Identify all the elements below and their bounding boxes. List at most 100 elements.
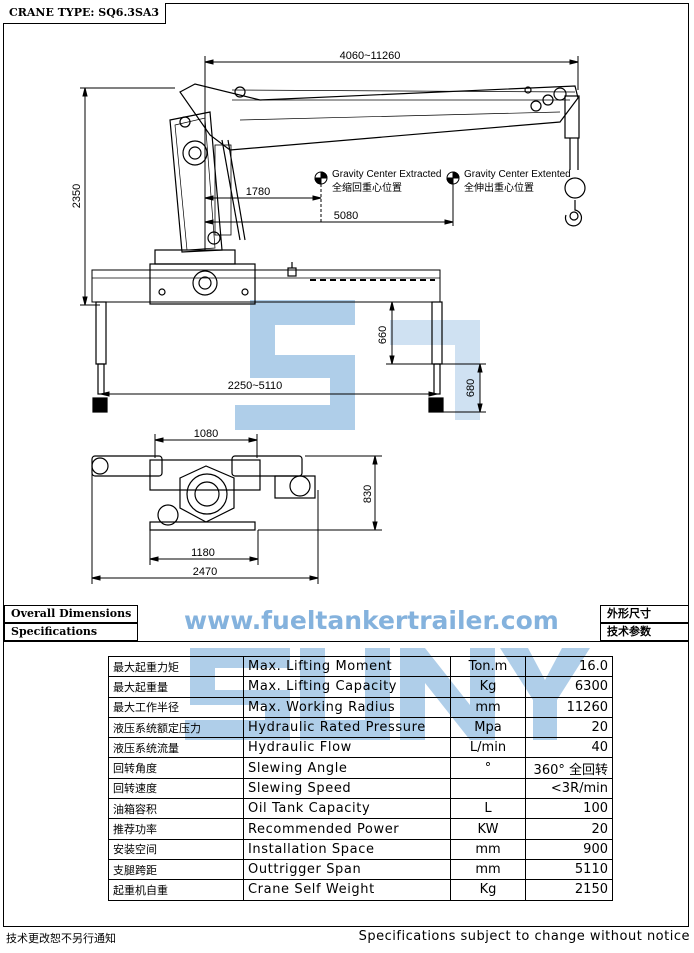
crane-column bbox=[169, 111, 246, 253]
gc-extended-label-cn: 全伸出重心位置 bbox=[464, 181, 534, 194]
crane-base bbox=[91, 249, 441, 305]
spec-name-cn: 液压系统流量 bbox=[108, 737, 244, 759]
spec-unit: mm bbox=[450, 858, 526, 881]
spec-value: 20 bbox=[525, 818, 613, 840]
spec-value: 11260 bbox=[525, 696, 613, 718]
dim-base-830: 830 bbox=[258, 455, 382, 531]
dim-gc-retracted-text: 1780 bbox=[246, 186, 270, 198]
spec-value: 2150 bbox=[525, 879, 613, 901]
gc-retracted-label-cn: 全缩回重心位置 bbox=[332, 181, 402, 194]
dim-base-830-text: 830 bbox=[362, 485, 374, 503]
spec-unit: Kg bbox=[450, 676, 526, 698]
spec-name-en: Slewing Speed bbox=[243, 777, 451, 800]
overall-dimensions-label: Overall Dimensions bbox=[4, 605, 138, 623]
spec-unit: mm bbox=[450, 696, 526, 718]
spec-name-cn: 最大起重力矩 bbox=[108, 655, 244, 678]
spec-value: 360° 全回转 bbox=[525, 757, 613, 779]
spec-name-cn: 回转速度 bbox=[108, 777, 244, 800]
watermark-url: www.fueltankertrailer.com bbox=[184, 606, 559, 635]
spec-name-en: Installation Space bbox=[243, 838, 451, 860]
spec-name-en: Recommended Power bbox=[243, 818, 451, 840]
spec-name-cn: 安装空间 bbox=[108, 838, 244, 860]
crane-drawing: 4060~11260 2350 bbox=[71, 50, 586, 584]
spec-name-en: Hydraulic Flow bbox=[243, 737, 451, 759]
spec-name-cn: 起重机自重 bbox=[108, 879, 244, 901]
watermark-letter-s bbox=[235, 300, 355, 430]
dim-base-2470-text: 2470 bbox=[193, 566, 217, 578]
dim-gc-retracted: 1780 bbox=[204, 186, 322, 201]
specifications-label-cn: 技术参数 bbox=[600, 623, 689, 641]
dim-leg-660: 660 bbox=[377, 301, 435, 365]
dim-outrigger-span: 2250~5110 bbox=[100, 380, 438, 397]
spec-name-cn: 最大起重量 bbox=[108, 676, 244, 698]
spec-unit bbox=[450, 777, 526, 800]
spec-unit: Ton.m bbox=[450, 655, 526, 678]
footer-divider bbox=[3, 926, 689, 927]
dim-gc-extended-text: 5080 bbox=[334, 210, 358, 222]
dim-base-1080: 1080 bbox=[154, 428, 258, 458]
spec-unit: L/min bbox=[450, 737, 526, 759]
spec-name-en: Max. Lifting Moment bbox=[243, 655, 451, 678]
spec-unit: KW bbox=[450, 818, 526, 840]
spec-value: 5110 bbox=[525, 858, 613, 881]
plan-view bbox=[91, 455, 316, 531]
dim-height-text: 2350 bbox=[71, 184, 83, 208]
spec-value: 900 bbox=[525, 838, 613, 860]
specifications-label: Specifications bbox=[4, 623, 138, 641]
spec-name-en: Max. Lifting Capacity bbox=[243, 676, 451, 698]
dim-base-1180: 1180 bbox=[149, 530, 259, 565]
footer-note-en: Specifications subject to change without… bbox=[358, 929, 690, 944]
spec-name-cn: 液压系统额定压力 bbox=[108, 716, 244, 739]
spec-value: 16.0 bbox=[525, 655, 613, 678]
left-outrigger-leg bbox=[92, 301, 108, 413]
spec-value: 100 bbox=[525, 798, 613, 820]
spec-value: 6300 bbox=[525, 676, 613, 698]
spec-name-en: Slewing Angle bbox=[243, 757, 451, 779]
right-outrigger-leg bbox=[428, 301, 444, 413]
dim-base-2470: 2470 bbox=[91, 470, 319, 584]
spec-name-en: Max. Working Radius bbox=[243, 696, 451, 718]
dim-leg-680-text: 680 bbox=[465, 379, 477, 397]
spec-name-cn: 最大工作半径 bbox=[108, 696, 244, 718]
spec-name-cn: 回转角度 bbox=[108, 757, 244, 779]
footer-note-cn: 技术更改恕不另行通知 bbox=[6, 932, 116, 945]
spec-unit: Mpa bbox=[450, 716, 526, 739]
dim-gc-extended: 5080 bbox=[204, 184, 454, 226]
dim-height: 2350 bbox=[71, 87, 175, 306]
dim-outrigger-span-text: 2250~5110 bbox=[228, 380, 283, 392]
gravity-center-extended: Gravity Center Extented 全伸出重心位置 bbox=[446, 169, 571, 194]
overall-dimensions-label-cn: 外形尺寸 bbox=[600, 605, 689, 623]
spec-name-en: Outtrigger Span bbox=[243, 858, 451, 881]
dim-base-1180-text: 1180 bbox=[191, 547, 215, 559]
spec-unit: mm bbox=[450, 838, 526, 860]
spec-name-cn: 支腿跨距 bbox=[108, 858, 244, 881]
dim-boom-reach: 4060~11260 bbox=[204, 50, 579, 250]
dim-base-1080-text: 1080 bbox=[194, 428, 218, 440]
spec-name-en: Hydraulic Rated Pressure bbox=[243, 716, 451, 739]
spec-unit: L bbox=[450, 798, 526, 820]
dim-leg-680: 680 bbox=[440, 363, 486, 413]
gc-retracted-label-en: Gravity Center Extracted bbox=[332, 169, 441, 180]
spec-name-en: Crane Self Weight bbox=[243, 879, 451, 901]
dim-leg-660-text: 660 bbox=[377, 326, 389, 344]
crane-type-title: CRANE TYPE: SQ6.3SA3 bbox=[3, 3, 167, 24]
crane-hook bbox=[564, 138, 586, 227]
spec-value: <3R/min bbox=[525, 777, 613, 800]
spec-unit: ° bbox=[450, 757, 526, 779]
section-divider bbox=[4, 641, 689, 642]
spec-value: 20 bbox=[525, 716, 613, 739]
spec-name-en: Oil Tank Capacity bbox=[243, 798, 451, 820]
gc-extended-label-en: Gravity Center Extented bbox=[464, 169, 571, 180]
